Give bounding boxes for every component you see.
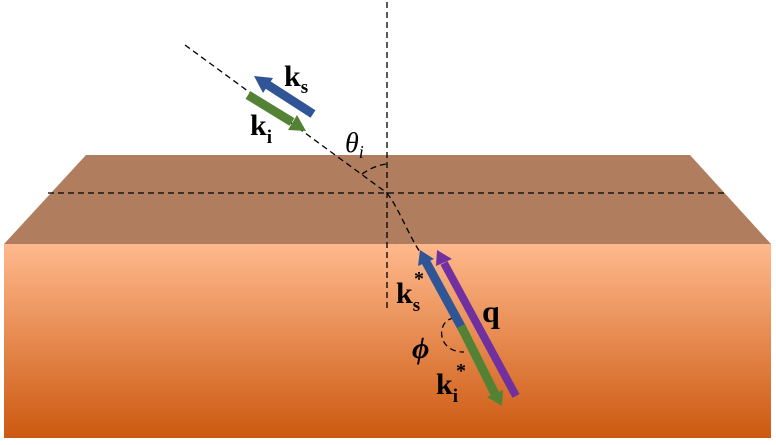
ks-arrow <box>254 76 316 118</box>
theta-label: θi <box>345 128 364 162</box>
phi-label: ϕ <box>412 332 429 365</box>
ki-star-label: ki <box>436 368 458 407</box>
ki-star-arrow <box>456 323 503 406</box>
ki-arrow <box>245 91 306 131</box>
ki-label: ki <box>250 109 272 148</box>
refracted-beam-line <box>386 192 423 256</box>
slab-top-face <box>4 155 771 244</box>
phi-angle-arc <box>440 317 465 353</box>
theta-angle-arc <box>361 163 388 175</box>
ks-star-arrow <box>418 250 467 333</box>
ks-star-label: ks <box>396 277 420 316</box>
q-arrow <box>436 250 520 398</box>
q-label: q <box>482 293 500 329</box>
ks-star-superscript: * <box>414 268 424 290</box>
ks-label: ks <box>284 60 308 98</box>
ki-star-superscript: * <box>456 360 466 382</box>
